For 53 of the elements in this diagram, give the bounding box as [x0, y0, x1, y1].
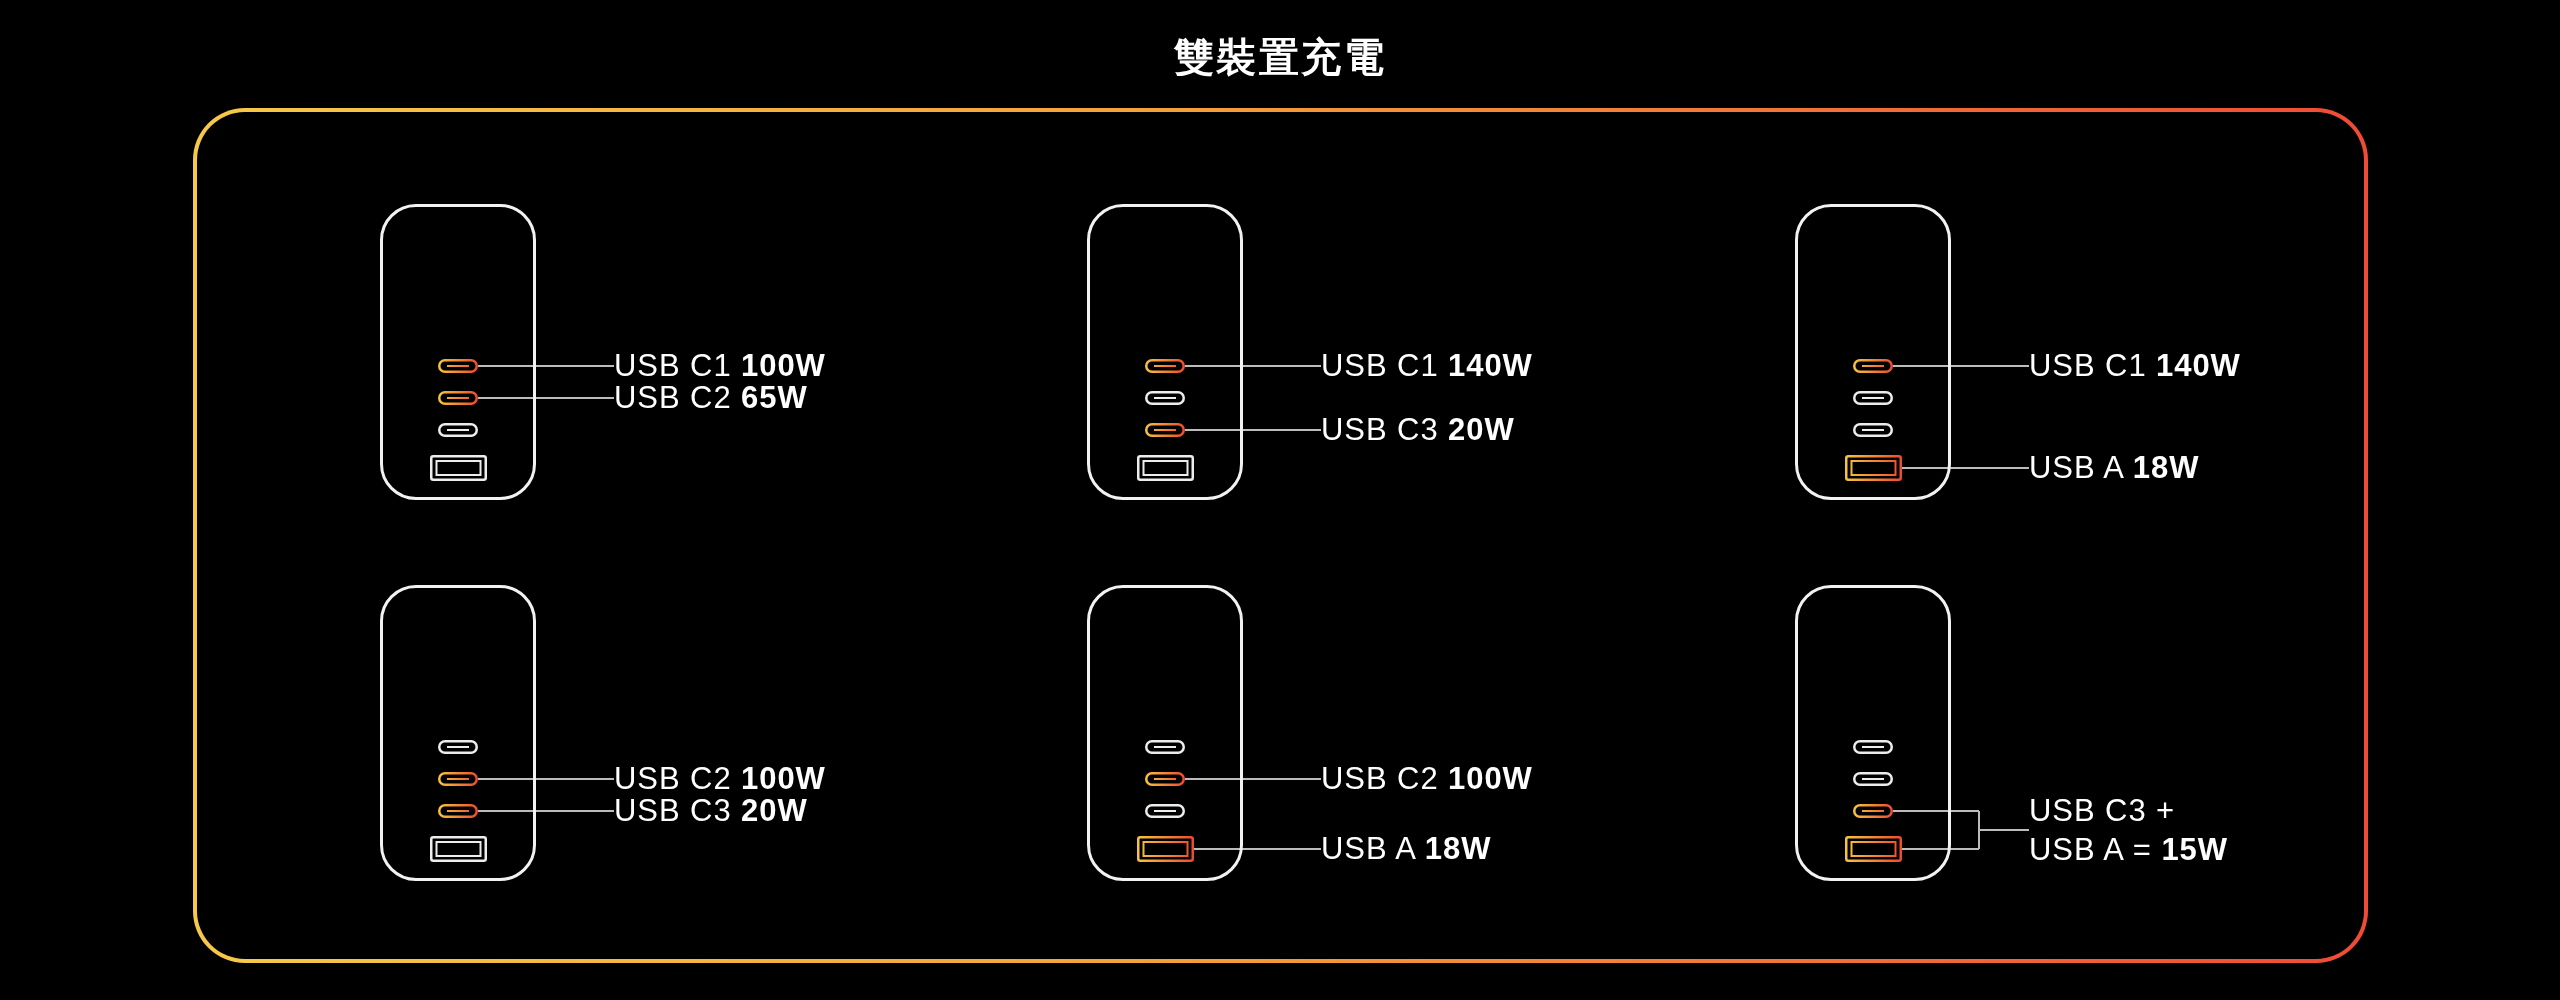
port-power-label: USB C3 + USB A = 15W — [2029, 791, 2229, 869]
usb-a-port-icon — [1136, 836, 1194, 862]
usb-c-port-icon — [1145, 772, 1185, 786]
usb-c-port-icon — [1145, 740, 1185, 754]
port-power-label: USB C3 20W — [1321, 413, 1515, 447]
port-power-label: USB A 18W — [2029, 451, 2200, 485]
charger-body — [1795, 204, 1951, 500]
usb-c-port-icon — [1145, 391, 1185, 405]
port-power-label: USB C2 65W — [614, 381, 808, 415]
port-power-label: USB A 18W — [1321, 832, 1492, 866]
usb-c-port-icon — [1145, 804, 1185, 818]
port-power-label: USB C2 100W — [614, 762, 826, 796]
usb-c-port-icon — [1853, 740, 1893, 754]
charger-body — [1795, 585, 1951, 881]
leader-line — [1192, 848, 1322, 850]
leader-line — [1184, 778, 1322, 780]
leader-line — [1892, 365, 2030, 367]
usb-c-port-icon — [1853, 391, 1893, 405]
usb-a-port-icon — [1844, 836, 1902, 862]
usb-c-port-icon — [1145, 423, 1185, 437]
leader-line — [1184, 429, 1322, 431]
usb-a-port-icon — [429, 455, 487, 481]
leader-line — [477, 778, 615, 780]
charger-body — [380, 204, 536, 500]
usb-c-port-icon — [438, 772, 478, 786]
leader-line — [1900, 467, 2030, 469]
leader-line — [1892, 810, 2030, 850]
usb-c-port-icon — [1853, 772, 1893, 786]
leader-line — [477, 365, 615, 367]
usb-c-port-icon — [1853, 423, 1893, 437]
usb-c-port-icon — [438, 740, 478, 754]
port-power-label: USB C1 140W — [2029, 349, 2241, 383]
leader-line — [477, 810, 615, 812]
usb-a-port-icon — [429, 836, 487, 862]
port-power-label: USB C1 100W — [614, 349, 826, 383]
charger-body — [1087, 585, 1243, 881]
title: 雙裝置充電 — [1174, 33, 1386, 81]
port-power-label: USB C2 100W — [1321, 762, 1533, 796]
usb-c-port-icon — [438, 359, 478, 373]
usb-c-port-icon — [1853, 359, 1893, 373]
leader-line — [477, 397, 615, 399]
charger-body — [380, 585, 536, 881]
usb-a-port-icon — [1844, 455, 1902, 481]
usb-c-port-icon — [438, 804, 478, 818]
charger-body — [1087, 204, 1243, 500]
usb-c-port-icon — [438, 391, 478, 405]
usb-c-port-icon — [1853, 804, 1893, 818]
leader-line — [1184, 365, 1322, 367]
usb-c-port-icon — [1145, 359, 1185, 373]
port-power-label: USB C1 140W — [1321, 349, 1533, 383]
usb-a-port-icon — [1136, 455, 1194, 481]
port-power-label: USB C3 20W — [614, 794, 808, 828]
usb-c-port-icon — [438, 423, 478, 437]
